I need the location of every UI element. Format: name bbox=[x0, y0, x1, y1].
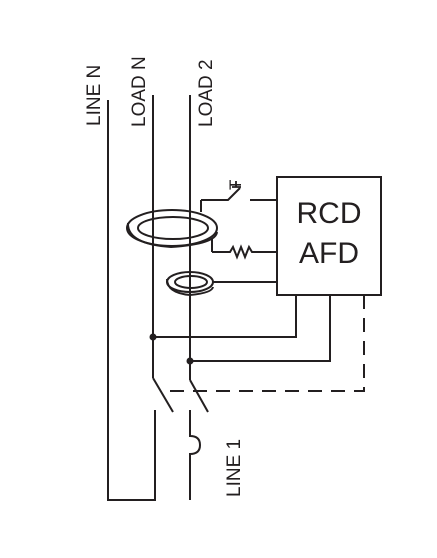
resistor-wire bbox=[212, 244, 277, 260]
load-n-switch-contact bbox=[152, 377, 174, 413]
junction-load-2 bbox=[186, 357, 194, 365]
box-label-rcd: RCD bbox=[297, 197, 362, 230]
load-n-connection-wire bbox=[153, 295, 297, 338]
test-button-icon bbox=[232, 181, 241, 188]
trip-linkage bbox=[160, 295, 365, 392]
load-2-switch-contact bbox=[189, 379, 209, 413]
test-label: T bbox=[226, 180, 245, 190]
rcd-afd-box bbox=[276, 176, 382, 296]
label-line-1: LINE 1 bbox=[224, 439, 245, 497]
test-circuit-wire bbox=[200, 187, 277, 212]
junction-load-n bbox=[149, 333, 157, 341]
load-2-connection-wire bbox=[190, 295, 331, 362]
label-load-n: LOAD N bbox=[129, 56, 150, 127]
label-line-n: LINE N bbox=[84, 65, 105, 126]
large-toroid-icon bbox=[126, 209, 218, 249]
box-label-afd: AFD bbox=[299, 237, 359, 270]
line-1-conductor bbox=[189, 410, 202, 500]
label-load-2: LOAD 2 bbox=[196, 59, 217, 127]
line-n-conductor bbox=[107, 100, 156, 501]
